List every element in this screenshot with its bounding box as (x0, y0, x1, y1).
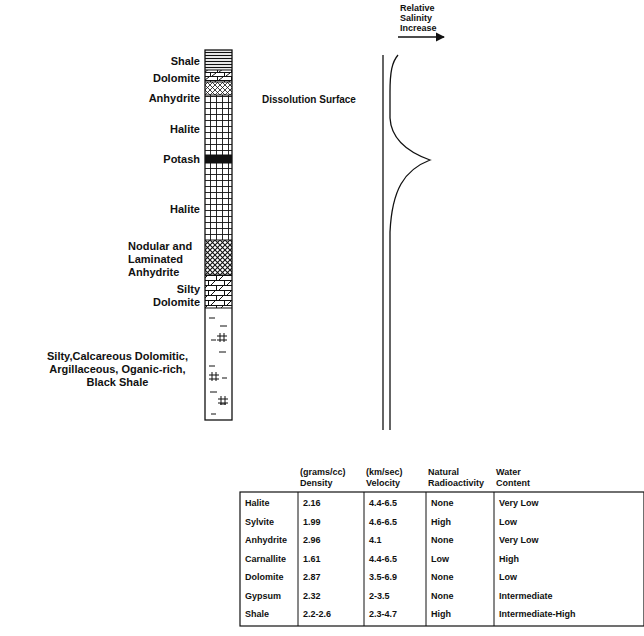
shale-band (205, 50, 232, 70)
table-cell: 1.61 (303, 550, 362, 569)
layer-band: Potash (100, 153, 200, 166)
table-cell: Low (431, 550, 492, 569)
table-cell: Very Low (499, 531, 642, 550)
table-cell: None (431, 494, 492, 513)
table-cell: Intermediate-High (499, 605, 642, 624)
mineral-name: Anhydrite (245, 531, 296, 550)
layer-band: Dolomite (100, 72, 200, 85)
halite-band (205, 163, 232, 240)
table-cell: 4.4-6.5 (369, 494, 424, 513)
surface-label: Dissolution Surface (262, 94, 377, 106)
layer-band: Shale (100, 55, 200, 68)
table-cell: 1.99 (303, 513, 362, 532)
table-cell: Low (499, 513, 642, 532)
salinity-curve (390, 55, 430, 430)
halite-band (205, 95, 232, 155)
table-frame (240, 492, 644, 626)
salinity-arrow (398, 36, 444, 37)
layer-name: Anhydrite (100, 92, 200, 105)
layer-band: Anhydrite (100, 92, 200, 105)
layer-name: Nodular and Laminated Anhydrite (128, 240, 200, 279)
silty-dolomite-band (205, 275, 232, 308)
column-header: Natural Radioactivity (428, 467, 492, 489)
table-cell: None (431, 531, 492, 550)
band-boundaries (205, 70, 232, 308)
layer-band: Nodular and Laminated Anhydrite (128, 240, 200, 279)
table-cell: 4.4-6.5 (369, 550, 424, 569)
potash-band (205, 155, 232, 163)
layer-band: Halite (100, 123, 200, 136)
mineral-name: Halite (245, 494, 296, 513)
table-cell: High (499, 550, 642, 569)
table-cell: Low (499, 568, 642, 587)
mineral-name: Sylvite (245, 513, 296, 532)
mineral-name: Carnallite (245, 550, 296, 569)
column-header: Water Content (496, 467, 546, 489)
layer-band: Halite (100, 203, 200, 216)
shale-dashes (209, 318, 227, 414)
table-cell: Very Low (499, 494, 642, 513)
table-cell: 4.6-6.5 (369, 513, 424, 532)
anhydrite-band (205, 240, 232, 275)
dolomite-band (205, 70, 232, 82)
mineral-name: Shale (245, 605, 296, 624)
layer-name: Potash (100, 153, 200, 166)
layer-name: Dolomite (100, 72, 200, 85)
table-cell: 2.87 (303, 568, 362, 587)
layer-name: Shale (100, 55, 200, 68)
axis-label: Relative Salinity Increase (400, 3, 444, 33)
table-rules (298, 492, 494, 626)
table-cell: High (431, 605, 492, 624)
layer-band: Silty Dolomite (144, 283, 200, 309)
table-cell: 2.2-2.6 (303, 605, 362, 624)
layer-name: Halite (100, 123, 200, 136)
mineral-name: Dolomite (245, 568, 296, 587)
column-outline (205, 50, 232, 420)
layer-name: Silty Dolomite (144, 283, 200, 309)
table-cell: 2.3-4.7 (369, 605, 424, 624)
black-shale-band (205, 308, 232, 420)
table-cell: High (431, 513, 492, 532)
column-header: (km/sec) Velocity (366, 467, 424, 489)
hash-marks (209, 333, 228, 405)
layer-name: Halite (100, 203, 200, 216)
column-header: (grams/cc) Density (300, 467, 362, 489)
table-cell: 4.1 (369, 531, 424, 550)
layer-name: Silty,Calcareous Dolomitic, Argillaceous… (35, 350, 200, 389)
table-cell: 2.96 (303, 531, 362, 550)
table-cell: None (431, 587, 492, 606)
table-cell: 2.16 (303, 494, 362, 513)
anhydrite-band (205, 82, 232, 95)
mineral-name: Gypsum (245, 587, 296, 606)
table-cell: Intermediate (499, 587, 642, 606)
salinity-axis (382, 55, 383, 430)
table-cell: 2.32 (303, 587, 362, 606)
table-cell: 2-3.5 (369, 587, 424, 606)
layer-band: Silty,Calcareous Dolomitic, Argillaceous… (35, 350, 200, 389)
table-cell: 3.5-6.9 (369, 568, 424, 587)
table-cell: None (431, 568, 492, 587)
